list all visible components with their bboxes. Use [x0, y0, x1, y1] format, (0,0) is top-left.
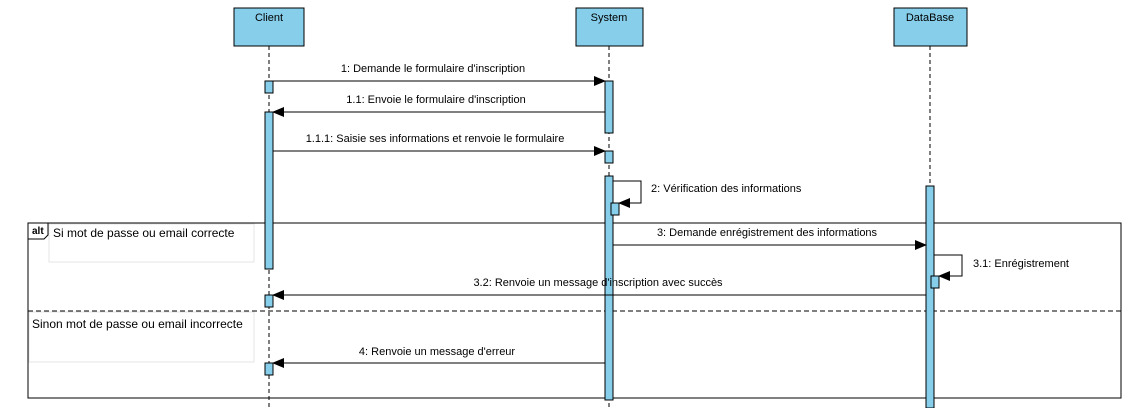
system-activation-3	[604, 175, 614, 401]
message-4: 4: Renvoie un message d'erreur	[272, 346, 605, 368]
client-activation-4	[264, 362, 274, 376]
message-1-label: 1: Demande le formulaire d'inscription	[341, 63, 525, 75]
message-3-1-label: 3.1: Enrégistrement	[973, 258, 1069, 270]
guard-2-box	[28, 311, 255, 363]
alt-operator-label: alt	[32, 226, 44, 237]
participant-client-label: Client	[255, 12, 283, 24]
message-1-1-label: 1.1: Envoie le formulaire d'inscription	[346, 94, 525, 106]
participant-client[interactable]: Client	[233, 7, 305, 47]
guard-1-label: Si mot de passe ou email correcte	[53, 226, 235, 240]
participant-system[interactable]: System	[575, 7, 644, 47]
message-1-1-1-label: 1.1.1: Saisie ses informations et renvoi…	[306, 133, 565, 145]
message-1-1: 1.1: Envoie le formulaire d'inscription	[272, 94, 605, 117]
participant-database[interactable]: DataBase	[893, 7, 968, 47]
message-1: 1: Demande le formulaire d'inscription	[273, 63, 606, 86]
message-4-label: 4: Renvoie un message d'erreur	[359, 346, 516, 358]
guard-1-box	[48, 223, 255, 263]
client-activation-2	[264, 111, 274, 270]
message-2-label: 2: Vérification des informations	[651, 183, 802, 195]
message-3: 3: Demande enrégistrement des informatio…	[613, 227, 927, 250]
system-activation-1	[604, 80, 614, 134]
database-activation	[925, 185, 935, 408]
message-2-self: 2: Vérification des informations	[613, 180, 802, 208]
alt-operator-tab	[27, 222, 49, 240]
alt-fragment: alt Si mot de passe ou email correcte Si…	[27, 222, 1122, 399]
system-activation-2	[604, 150, 614, 164]
message-3-2-label: 3.2: Renvoie un message d'inscription av…	[473, 277, 723, 289]
message-3-2: 3.2: Renvoie un message d'inscription av…	[272, 277, 926, 300]
system-self-activation	[610, 202, 620, 216]
client-activation-3	[264, 294, 274, 308]
message-3-1-self: 3.1: Enrégistrement	[934, 254, 1069, 281]
database-self-activation	[930, 275, 940, 289]
client-activation-1	[264, 80, 274, 94]
participant-system-label: System	[591, 12, 628, 24]
guard-2-label: Sinon mot de passe ou email incorrecte	[32, 317, 243, 331]
message-1-1-1: 1.1.1: Saisie ses informations et renvoi…	[273, 133, 606, 156]
message-3-label: 3: Demande enrégistrement des informatio…	[657, 227, 878, 239]
participant-database-label: DataBase	[906, 12, 954, 24]
